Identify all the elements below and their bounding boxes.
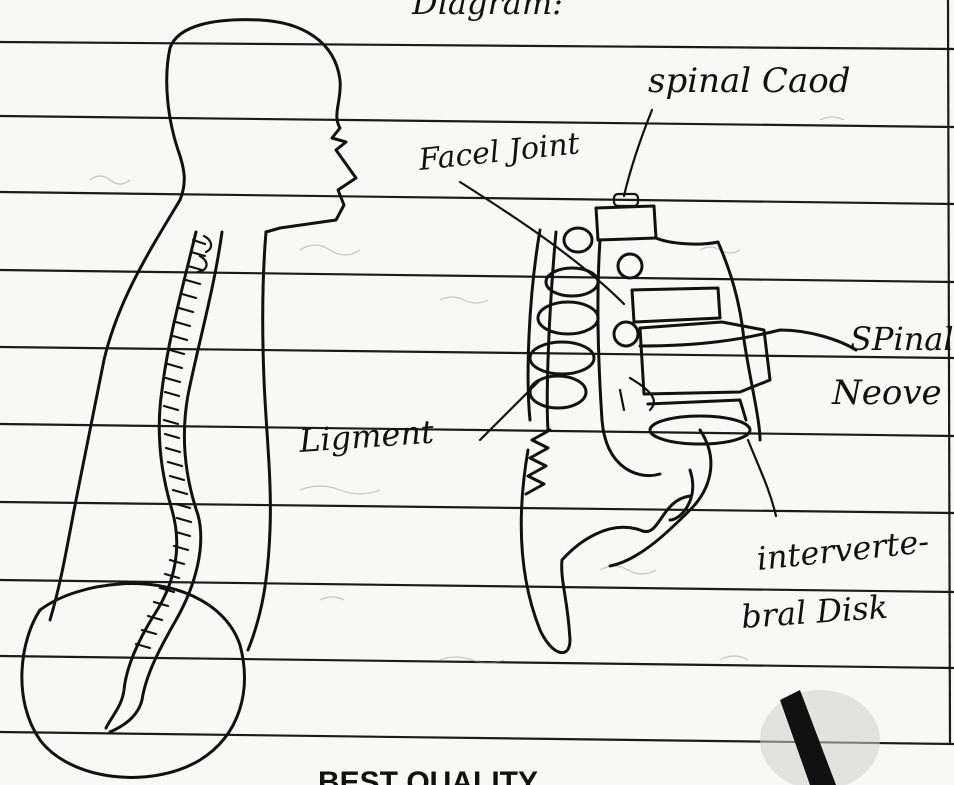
ink-smudge bbox=[760, 690, 880, 785]
label-facet-joint: Facel Joint bbox=[416, 126, 582, 178]
label-spinal-cord: spinal Caod bbox=[648, 61, 850, 101]
label-ligament: Ligment bbox=[297, 413, 435, 460]
label-intervertebral-1: interverte- bbox=[755, 522, 931, 578]
best-quality-stamp: BEST QUALITY bbox=[318, 766, 538, 785]
diagram-heading: Diagram: bbox=[411, 0, 563, 22]
label-spinal-nerve-2: Neove bbox=[831, 373, 942, 413]
human-body-outline bbox=[22, 20, 356, 778]
leader-lines bbox=[460, 110, 776, 516]
label-spinal-nerve-1: SPinal bbox=[850, 320, 954, 358]
spine-detail bbox=[521, 194, 856, 653]
label-intervertebral-2: bral Disk bbox=[740, 588, 889, 636]
disk-leader bbox=[748, 440, 776, 516]
